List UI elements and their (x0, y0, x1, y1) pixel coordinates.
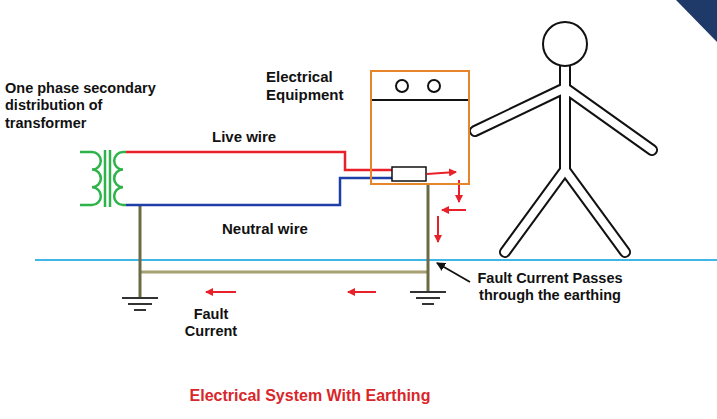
person-figure (475, 22, 652, 252)
current-label: Fault Current (172, 306, 250, 341)
box-heading: Electrical Equipment (266, 68, 364, 104)
caption: Electrical System With Earthing (160, 386, 460, 405)
corner-mark (676, 0, 717, 42)
transformer-symbol (80, 150, 126, 207)
earth-rod (427, 185, 430, 292)
socket-hole (396, 80, 408, 92)
ground-surface (35, 259, 717, 261)
socket-hole (428, 80, 440, 92)
live-wire (126, 152, 392, 170)
panel-line (371, 99, 469, 101)
leader-arrow (437, 263, 470, 282)
equipment-box: Electrical Equipment (370, 70, 470, 185)
transformer-label: One phase secondary distribution of tran… (5, 80, 173, 132)
wire-label: Live wire (212, 128, 322, 146)
earth-conductor (140, 271, 428, 274)
resistor-symbol (392, 167, 426, 181)
earth-rod (139, 205, 142, 298)
neutral-wire (126, 178, 392, 205)
ground-symbol (410, 292, 446, 304)
wire-label: Neutral wire (222, 220, 342, 238)
callout-note: Fault Current Passes through the earthin… (470, 270, 630, 305)
fault-current-arrow (206, 172, 466, 292)
ground-symbol (122, 298, 158, 310)
